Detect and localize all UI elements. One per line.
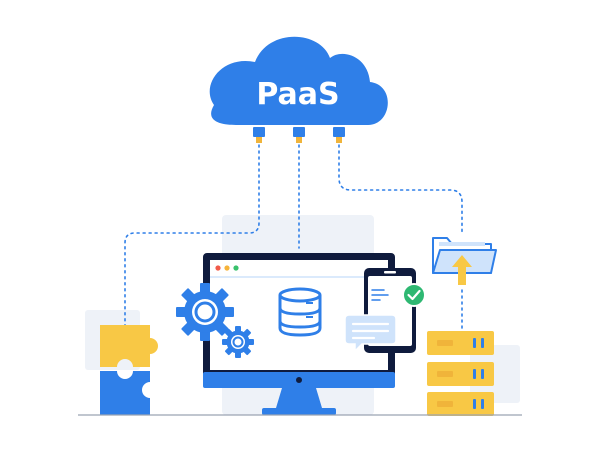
small-gear-icon [222, 326, 254, 358]
check-badge-icon [402, 283, 426, 307]
folder-upload-icon [432, 237, 497, 285]
cloud-label: PaaS [256, 77, 339, 112]
connection-lines [124, 144, 463, 331]
monitor-stand [276, 388, 322, 408]
connection-line-left [124, 144, 260, 326]
server-unit [427, 392, 494, 416]
puzzle-piece-top [100, 325, 158, 367]
monitor-base [262, 408, 336, 415]
window-maximize-dot [233, 265, 239, 271]
database-icon [278, 287, 322, 337]
puzzle-piece-icon [100, 325, 158, 415]
server-stack-icon [427, 331, 494, 416]
monitor-power-dot [296, 377, 302, 383]
connection-line-right [338, 144, 463, 234]
cloud-icon: PaaS [209, 36, 388, 126]
window-close-dot [215, 265, 221, 271]
gear-icon [176, 283, 234, 341]
connector-plug-icon [253, 127, 345, 143]
server-unit [427, 331, 494, 355]
chat-bubble-icon [344, 314, 397, 353]
window-minimize-dot [224, 265, 230, 271]
puzzle-piece-bottom [100, 371, 150, 415]
background-panel-right [470, 345, 520, 403]
server-unit [427, 362, 494, 386]
